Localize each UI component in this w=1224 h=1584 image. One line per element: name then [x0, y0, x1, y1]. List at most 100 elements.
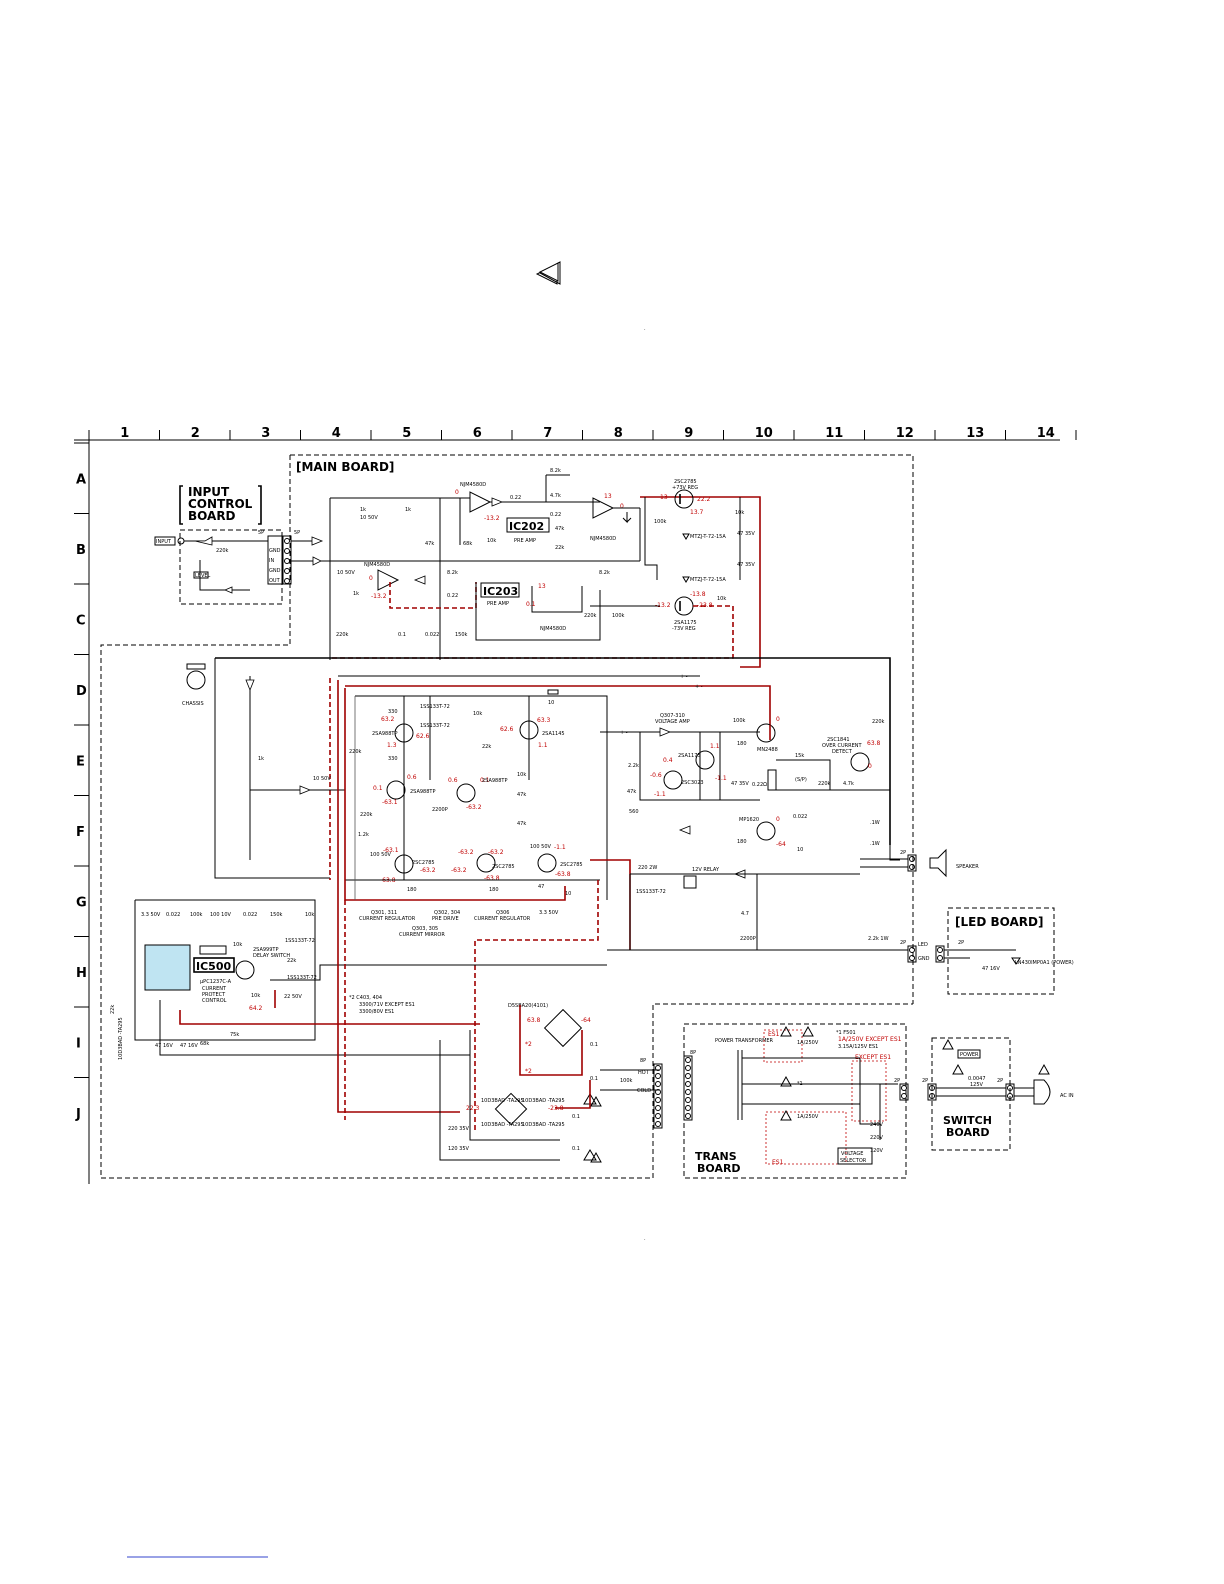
v-f4: -63.2 — [466, 804, 482, 811]
col-label: 1 — [120, 426, 129, 441]
conn-2p-sw: 2P — [997, 1078, 1003, 1084]
qgroup-2-a: Q302, 304 — [434, 910, 460, 916]
q-l-part: MP1620 — [739, 817, 759, 823]
voltage-amp: Q307-310 VOLTAGE AMP + - 0 MN2488 100k 1… — [600, 713, 885, 853]
q-minus73-reg: 2SA1175 -73V REG -13.2 -23.8 -13.8 — [655, 591, 713, 632]
col-label: 9 — [684, 426, 693, 441]
q-g-part: 2SC2785 — [492, 864, 515, 870]
col-label: 12 — [896, 426, 914, 441]
fuse-note-3: 3.15A/125V ES1 — [838, 1044, 878, 1050]
r-220k-b: 220k — [584, 613, 597, 619]
ocd-2: OVER CURRENT — [822, 743, 862, 749]
row-label: J — [75, 1107, 81, 1122]
c-33-50v: 3.3 50V — [539, 910, 559, 916]
q-e-part: 2SA988TP — [410, 789, 435, 795]
r-10k: 10k — [487, 538, 496, 544]
ic202-name: IC202 — [509, 520, 544, 533]
diode-relay: 1SS133T-72 — [636, 889, 666, 895]
ic500-desc-1: CURRENT — [202, 986, 227, 992]
r-220k: 220k — [336, 632, 349, 638]
es1-label-b: ES1 — [772, 1159, 784, 1166]
r-82k-d: 8.2k — [599, 570, 610, 576]
c-022-a: 0.22 — [510, 495, 521, 501]
r-47k-v: 47k — [627, 789, 636, 795]
ac-in-label: AC IN — [1060, 1093, 1074, 1099]
c-022-b: 0.22 — [550, 512, 561, 518]
ocd-1: 2SC1841 — [827, 737, 850, 743]
r-10-f: 10 — [565, 891, 571, 897]
chassis-symbol: CHASSIS — [182, 663, 206, 707]
c-10-50v-a: 10 50V — [360, 515, 378, 521]
fuse-2: 1A/250V — [797, 1114, 819, 1120]
r-100k-b: 100k — [612, 613, 625, 619]
c-47-16v-b: 47 16V — [180, 1043, 198, 1049]
es1-label-a: ES1 — [768, 1031, 780, 1038]
r-75k: 75k — [230, 1032, 239, 1038]
v-v5: 63.8 — [867, 740, 881, 747]
input-control-board: INPUT CONTROL BOARD INPUT LEVEL GND IN G… — [154, 485, 300, 605]
v-ocd: 0 — [868, 763, 872, 770]
r-22k-e: 22k — [482, 744, 491, 750]
r-47k-out: 4.7k — [843, 781, 854, 787]
r-68k: 68k — [463, 541, 472, 547]
main-board-title: [MAIN BOARD] — [296, 460, 394, 474]
c-2200p: 2200P — [432, 807, 448, 813]
v-ic203-a: -13.2 — [371, 593, 387, 600]
r-47k-f: 47k — [517, 792, 526, 798]
pin-out: OUT — [269, 578, 281, 584]
row-label: B — [76, 543, 86, 558]
r-330-a: 330 — [388, 709, 398, 715]
conn-2p-spk: 2P — [900, 850, 906, 856]
r-82k-c: 8.2k — [447, 570, 458, 576]
warning-icon — [780, 1075, 792, 1087]
conn-2p-led-b: 2P — [958, 940, 964, 946]
v-h1: 64.2 — [249, 1005, 263, 1012]
c-10-50v-b: 10 50V — [337, 570, 355, 576]
r-22k-ic: 22k — [287, 958, 296, 964]
q-plus73-reg: 2SC2785 +73V REG 13 22.2 13.7 — [660, 479, 711, 516]
warning-icon — [780, 1025, 792, 1037]
v-f8: -63.8 — [484, 875, 500, 882]
c-100-vamp: 100k — [733, 718, 746, 724]
r-68k-ic: 68k — [200, 1041, 209, 1047]
v-f10: -63.8 — [555, 871, 571, 878]
row-label: H — [76, 966, 87, 981]
volt-240: 240V — [870, 1122, 884, 1128]
ic500-area: 3.3 50V 0.022 100k 100 10V 0.022 150k 10… — [110, 899, 317, 1060]
diode-b: 1SS133T-72 — [420, 723, 450, 729]
diode-ic-b: 1SS133T-72 — [287, 975, 317, 981]
stray-mark-2: . — [644, 1236, 646, 1242]
c-100k: 100k — [654, 519, 667, 525]
diode-ic-a: 1SS133T-72 — [285, 938, 315, 944]
c-33-50v-ic: 3.3 50V — [141, 912, 161, 918]
r-12k: 1.2k — [358, 832, 369, 838]
ic202-part-b: NJM4580D — [590, 536, 616, 542]
fuse-1: 1A/250V — [797, 1040, 819, 1046]
v-v4: 1.1 — [710, 743, 720, 750]
v-q2: 0 — [776, 816, 780, 823]
v-qb-1: -13.2 — [655, 602, 671, 609]
power-switch-label: POWER — [960, 1052, 979, 1058]
r-47k: 47k — [425, 541, 434, 547]
r-1w-a: .1W — [870, 820, 880, 826]
v-qa-1: 13 — [660, 494, 668, 501]
volt-220: 220V — [870, 1135, 884, 1141]
v-ic203-b: 13 — [538, 583, 546, 590]
fuse-except: EXCEPT ES1 — [855, 1054, 891, 1061]
r-220k-ocd: 220k — [872, 719, 885, 725]
input-control-title-2: CONTROL — [188, 497, 253, 511]
ic500-chip — [144, 944, 191, 991]
v-v6: -64 — [776, 841, 786, 848]
r-1k-a: 1k — [360, 507, 366, 513]
r-560: 560 — [629, 809, 639, 815]
c-220-out: 220k — [818, 781, 831, 787]
c-01-rect-b: 0.1 — [590, 1076, 598, 1082]
ic202-opamp-a — [469, 491, 492, 513]
r-10k-f: 10k — [517, 772, 526, 778]
input-control-title-1: INPUT — [188, 485, 230, 499]
qgroup-2-b: PRE DRIVE — [432, 916, 459, 922]
row-label: E — [76, 754, 85, 769]
q-d-part: 2SA1145 — [542, 731, 565, 737]
link-marker-1: + - — [680, 674, 688, 680]
